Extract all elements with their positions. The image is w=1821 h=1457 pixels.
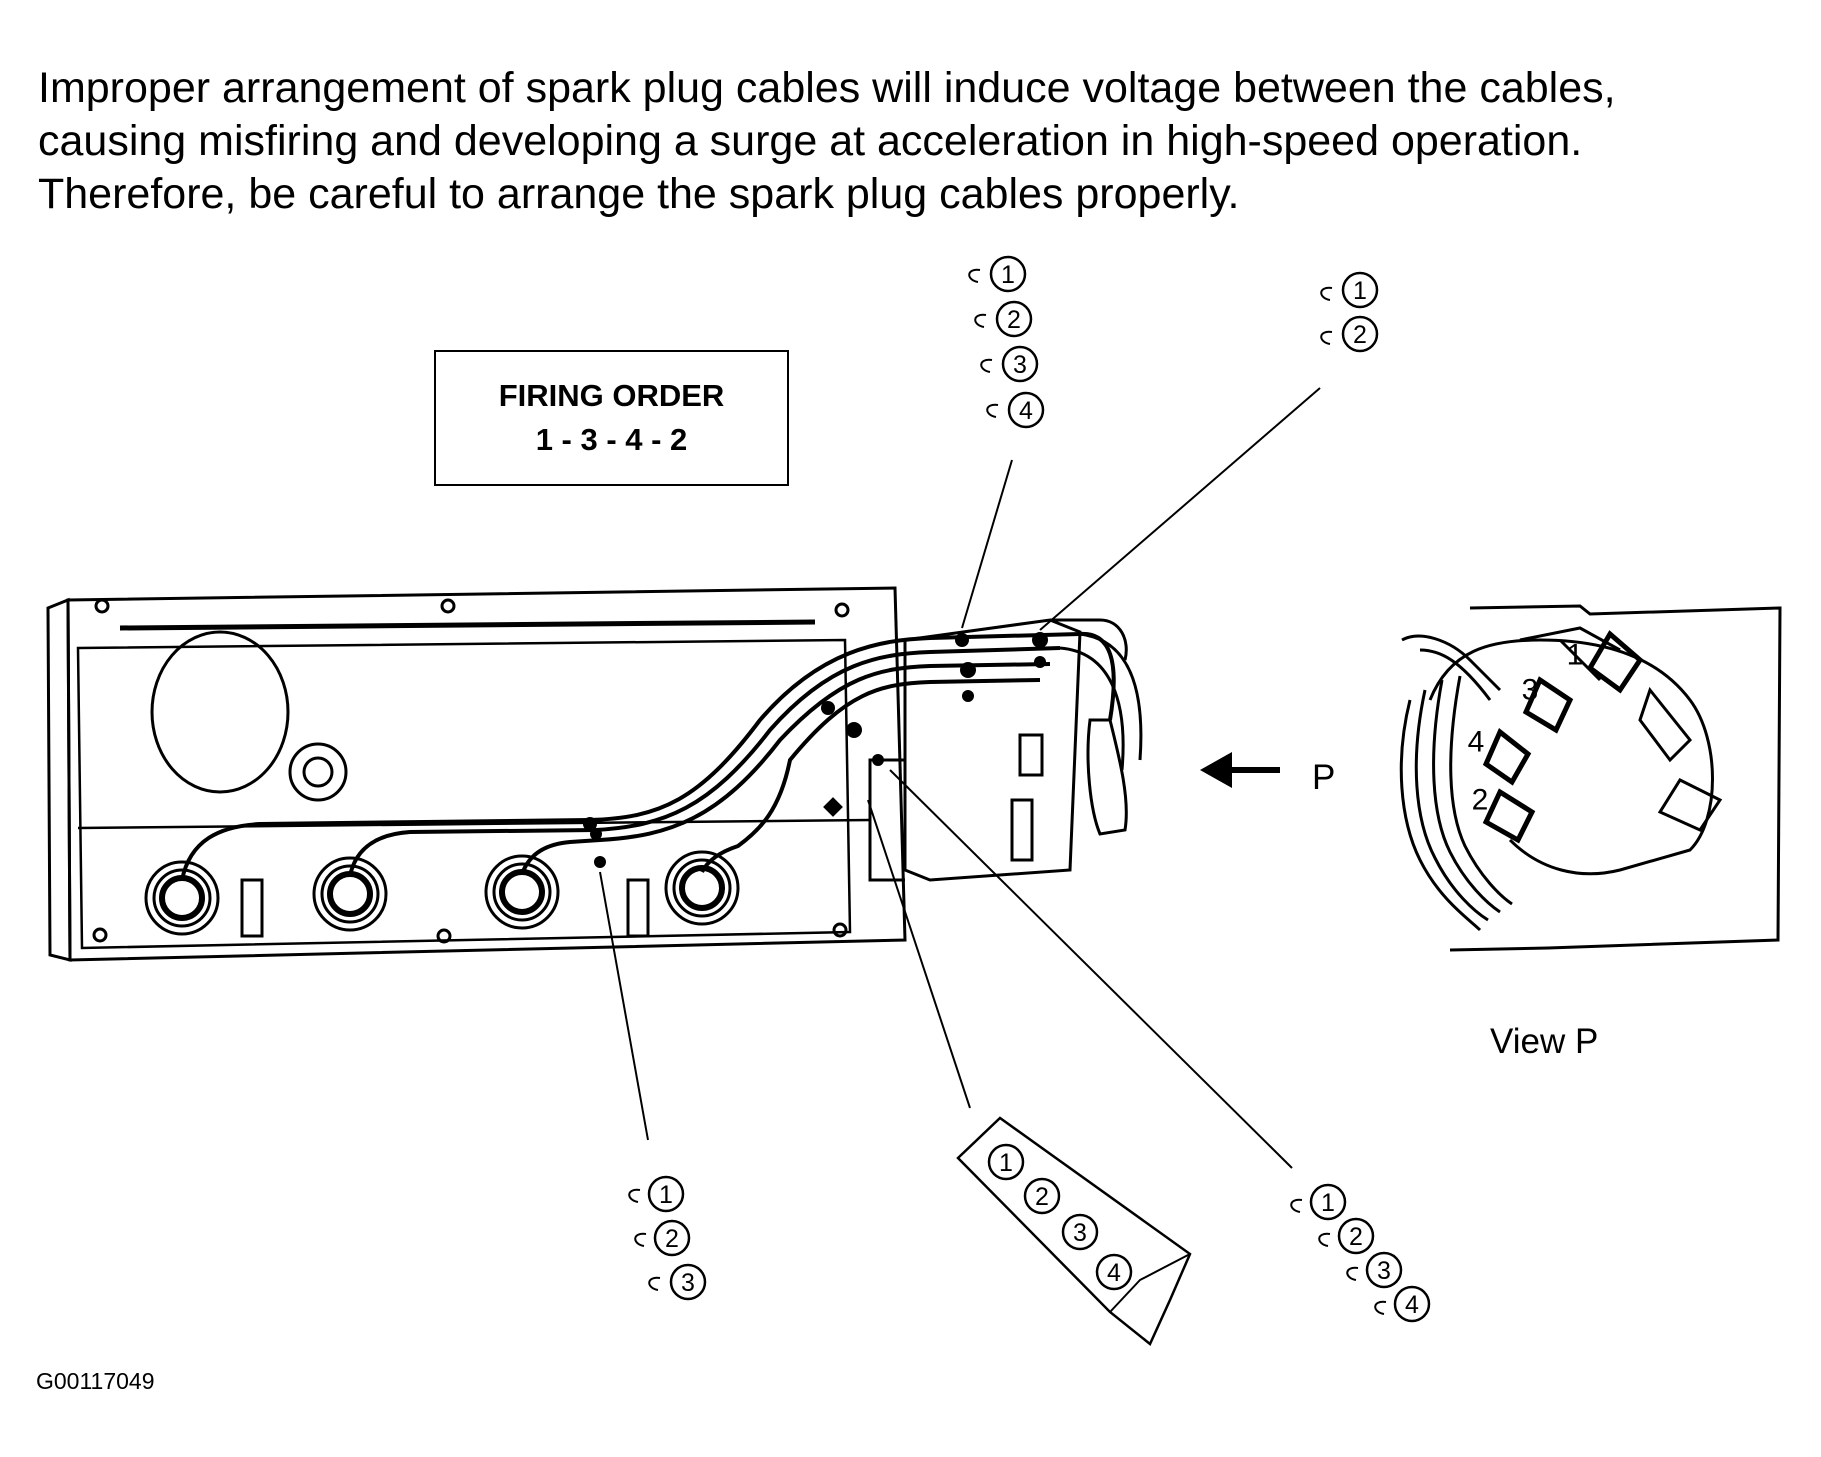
callout-circle: 1 [628,1175,685,1213]
svg-text:3: 3 [1522,674,1539,707]
svg-text:4: 4 [1405,1291,1419,1319]
callout-top-1234: 1 2 3 4 [968,255,1045,429]
callout-circle: 4 [1095,1253,1133,1291]
figure-code: G00117049 [36,1368,155,1394]
spark-plug-cables [180,631,1143,881]
svg-text:4: 4 [1019,397,1033,425]
plug-boot-3 [484,854,560,930]
svg-text:1: 1 [1321,1189,1335,1217]
svg-text:2: 2 [665,1225,679,1253]
callout-circle: 3 [980,345,1039,383]
svg-text:1: 1 [659,1181,673,1209]
spark-plug-boots [144,850,740,938]
callout-circle: 1 [1320,271,1379,309]
instruction-line-3: Therefore, be careful to arrange the spa… [38,170,1240,218]
callout-circle: 2 [974,300,1033,338]
cylinder-head-cover [46,586,907,962]
svg-text:4: 4 [1468,726,1485,759]
svg-text:1: 1 [1567,639,1584,672]
svg-text:2: 2 [1472,784,1489,817]
svg-text:3: 3 [1073,1219,1087,1247]
callout-bottom-123: 1 2 3 [628,1175,707,1301]
instruction-line-2: causing misfiring and developing a surge… [38,117,1583,165]
cable-2 [348,646,1061,877]
callout-circle: 3 [1061,1213,1099,1251]
svg-text:3: 3 [681,1269,695,1297]
callout-circle: 2 [1318,1217,1375,1255]
svg-text:1: 1 [1001,261,1015,289]
callout-circle: 3 [648,1263,707,1301]
view-arrow [1200,752,1280,788]
firing-order-box: FIRING ORDER 1 - 3 - 4 - 2 [434,350,789,486]
callout-bottom-right-1234: 1 2 3 4 [1290,1183,1431,1323]
cable-3 [520,662,1051,875]
svg-text:2: 2 [1007,306,1021,334]
callout-circle: 4 [1374,1285,1431,1323]
view-p-inset [1399,604,1782,952]
view-arrow-label: P [1312,758,1336,797]
callout-circle: 2 [1023,1177,1061,1215]
distributor-housing [868,618,1128,882]
callout-top-12: 1 2 [1320,271,1379,353]
distributor-terminal-numbers: 1 3 4 2 [1468,639,1584,817]
callout-circle: 1 [987,1143,1025,1181]
callout-circle: 4 [986,391,1045,429]
svg-text:2: 2 [1349,1223,1363,1251]
firing-order-sequence: 1 - 3 - 4 - 2 [535,422,688,457]
instruction-line-1: Improper arrangement of spark plug cable… [38,64,1616,112]
callout-circle: 1 [1290,1183,1347,1221]
svg-text:2: 2 [1353,321,1367,349]
svg-text:1: 1 [999,1149,1013,1177]
svg-text:3: 3 [1377,1257,1391,1285]
svg-text:2: 2 [1035,1183,1049,1211]
plug-boot-4 [664,850,740,926]
svg-text:4: 4 [1107,1259,1121,1287]
callout-circle: 2 [634,1219,691,1257]
callout-strip-1234: 1 2 3 4 [956,1116,1192,1346]
callout-circle: 3 [1346,1251,1403,1289]
svg-text:1: 1 [1353,277,1367,305]
callout-circle: 1 [968,255,1027,293]
firing-order-title: FIRING ORDER [498,378,725,413]
cable-4 [700,678,1041,873]
instruction-text: Improper arrangement of spark plug cable… [38,62,1798,221]
inset-caption: View P [1490,1022,1599,1061]
leader-lines [599,387,1321,1169]
svg-text:3: 3 [1013,351,1027,379]
callout-circle: 2 [1320,315,1379,353]
